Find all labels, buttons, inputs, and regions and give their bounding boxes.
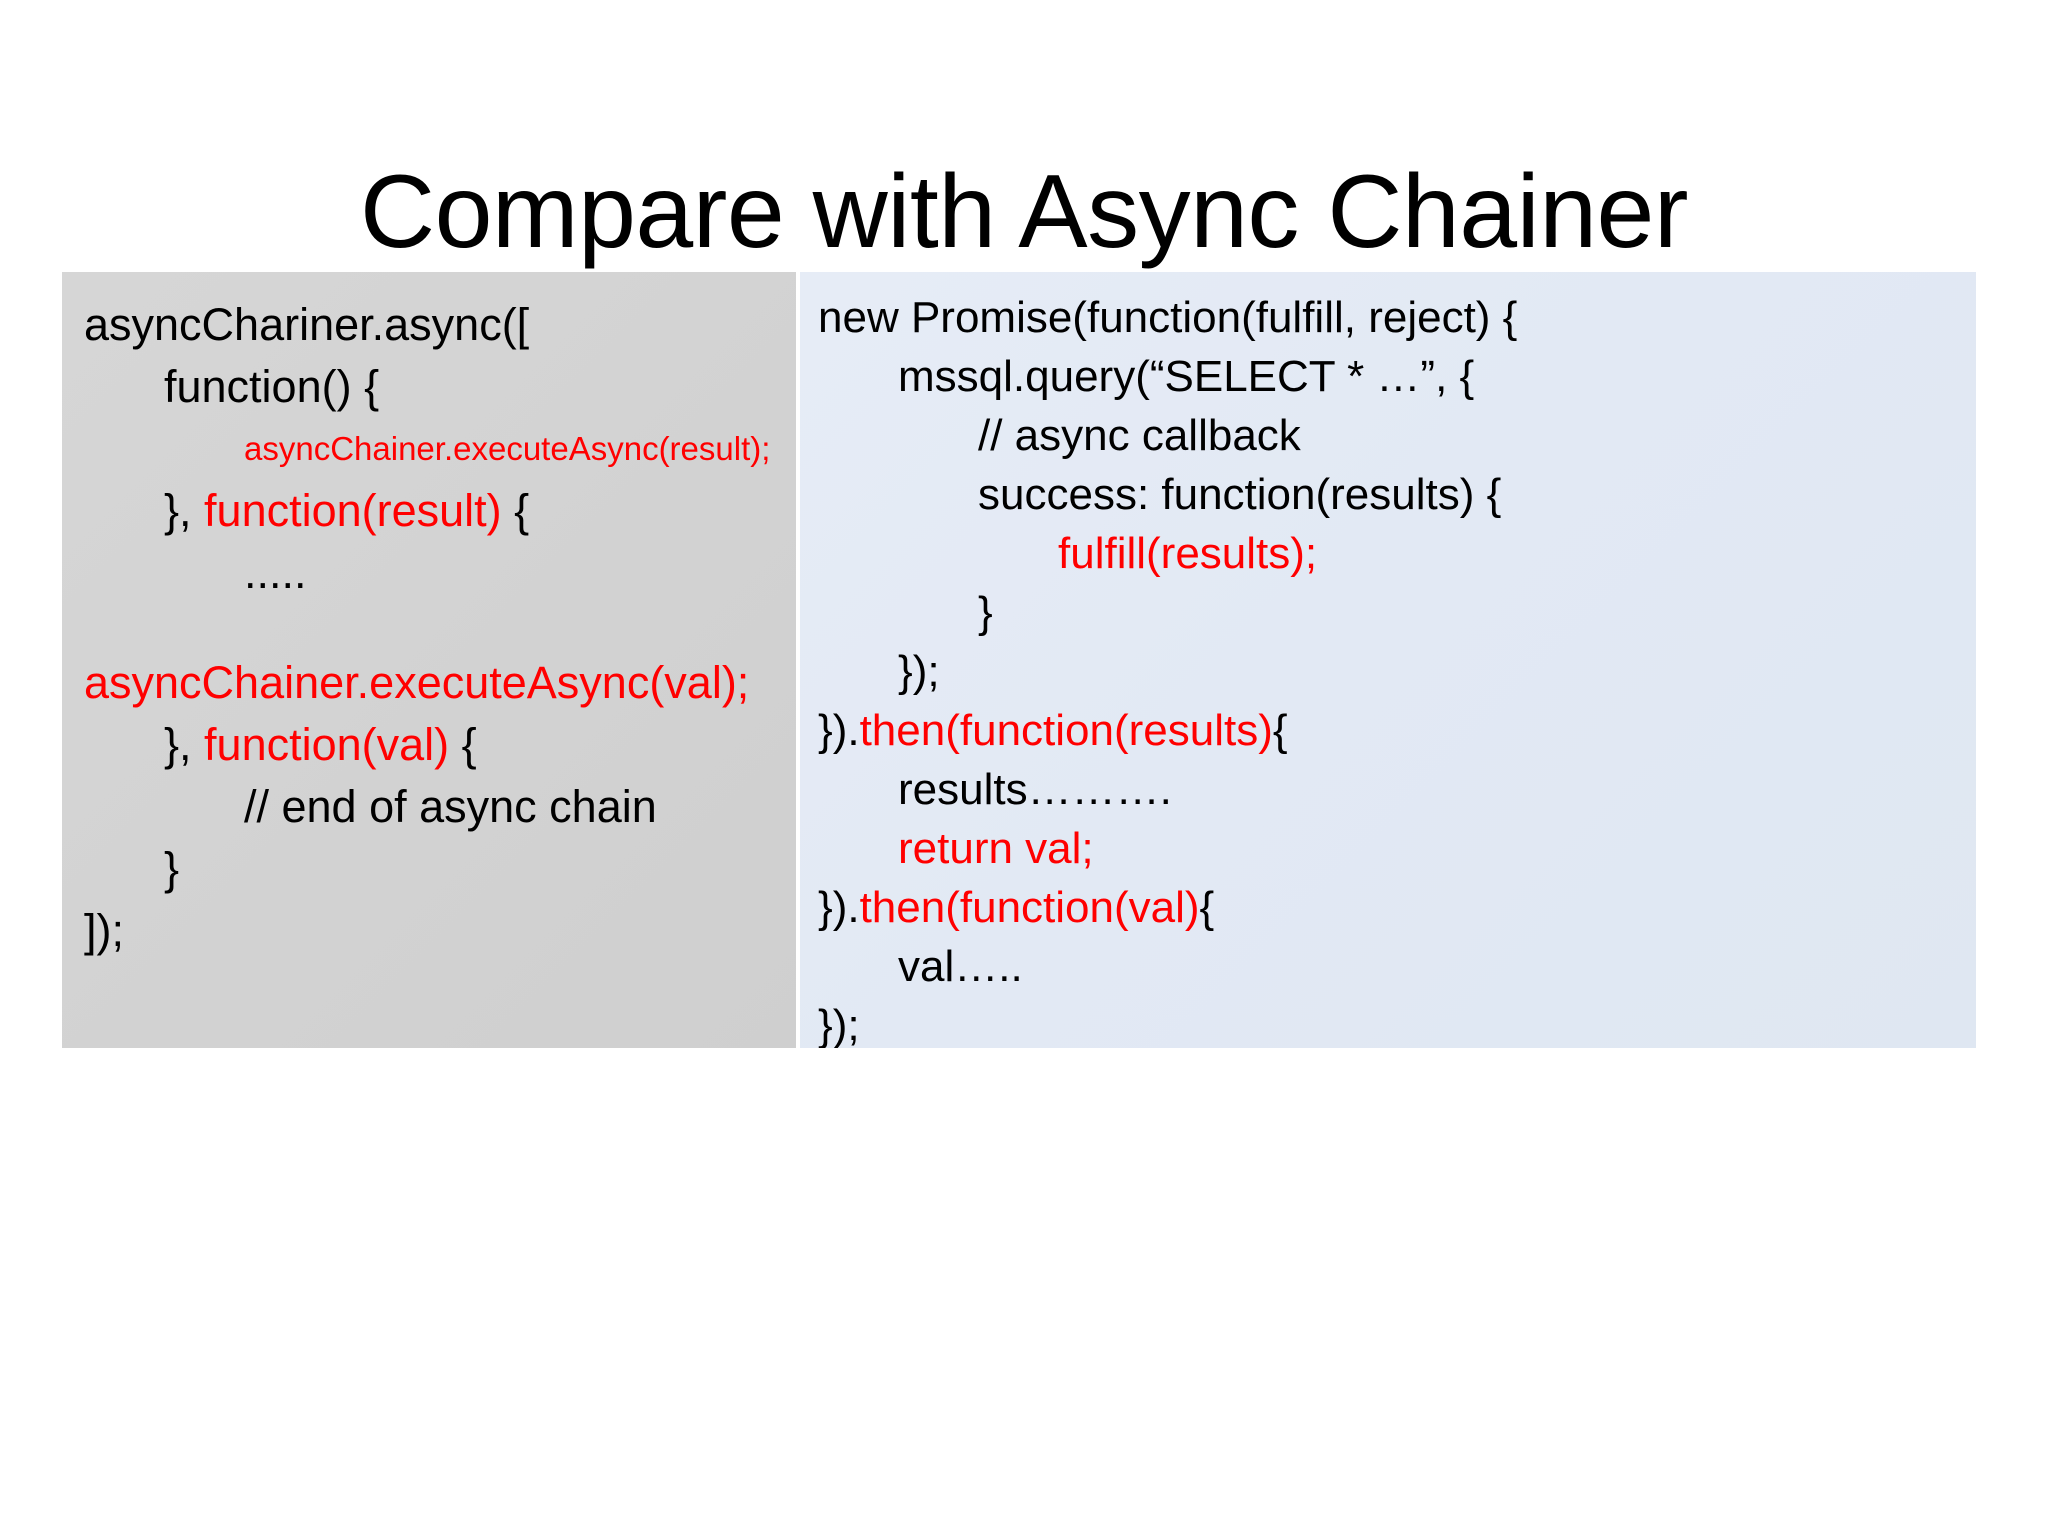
code-line: new Promise(function(fulfill, reject) { (818, 288, 1966, 347)
code-token: ]); (84, 905, 124, 956)
async-chainer-code-panel: asyncChariner.async([ function() { asyncCh… (62, 272, 796, 1048)
code-line: asyncChainer.executeAsync(result); (84, 418, 786, 480)
code-line: success: function(results) { (818, 465, 1966, 524)
code-line: // end of async chain (84, 776, 786, 838)
code-token: } (978, 588, 993, 637)
code-line (84, 604, 786, 652)
code-token: }, (164, 485, 205, 536)
code-line: ..... (84, 542, 786, 604)
code-line: }, function(val) { (84, 714, 786, 776)
code-line: val….. (818, 937, 1966, 996)
code-token: { (501, 485, 530, 536)
code-token-highlight: then(function(results) (859, 706, 1273, 755)
code-line: } (84, 838, 786, 900)
page-title: Compare with Async Chainer (359, 153, 1689, 270)
code-token: }); (818, 1001, 860, 1048)
code-token: }). (818, 883, 860, 932)
code-token-highlight: function(val) (204, 719, 450, 770)
code-line: }); (818, 996, 1966, 1048)
code-token: success: function(results) { (978, 470, 1502, 519)
promise-code-panel: new Promise(function(fulfill, reject) { m… (800, 272, 1976, 1048)
code-token: }); (898, 647, 940, 696)
code-line: }, function(result) { (84, 480, 786, 542)
code-token-highlight: fulfill(results); (1058, 529, 1318, 578)
code-token-highlight: then(function(val) (859, 883, 1200, 932)
code-token: }). (818, 706, 860, 755)
code-token: { (449, 719, 477, 770)
code-line: mssql.query(“SELECT * …”, { (818, 347, 1966, 406)
code-line: }).then(function(results){ (818, 701, 1966, 760)
code-token: new Promise(function(fulfill, reject) { (818, 293, 1518, 342)
code-token: } (164, 843, 180, 894)
code-token-highlight: asyncChainer.executeAsync(val); (84, 657, 750, 708)
code-line: }); (818, 642, 1966, 701)
code-token: ..... (244, 547, 307, 598)
code-token-highlight: function(result) (204, 485, 502, 536)
code-line: } (818, 583, 1966, 642)
code-line: asyncChariner.async([ (84, 294, 786, 356)
code-token: function() { (164, 361, 380, 412)
code-line: return val; (818, 819, 1966, 878)
code-line: results………. (818, 760, 1966, 819)
code-token: mssql.query(“SELECT * …”, { (898, 352, 1475, 401)
code-token: // end of async chain (244, 781, 657, 832)
code-line: ]); (84, 900, 786, 962)
code-token: // async callback (978, 411, 1301, 460)
code-token-highlight: asyncChainer.executeAsync(result); (244, 430, 771, 467)
code-token: results………. (898, 765, 1172, 814)
code-line: function() { (84, 356, 786, 418)
code-token: { (1199, 883, 1215, 932)
code-line: }).then(function(val){ (818, 878, 1966, 937)
code-token-highlight: return val; (898, 824, 1094, 873)
code-line: asyncChainer.executeAsync(val); (84, 652, 786, 714)
code-token: { (1272, 706, 1288, 755)
code-token: }, (164, 719, 205, 770)
code-line: fulfill(results); (818, 524, 1966, 583)
code-token: asyncChariner.async([ (84, 299, 530, 350)
code-line: // async callback (818, 406, 1966, 465)
code-token: val….. (898, 942, 1023, 991)
